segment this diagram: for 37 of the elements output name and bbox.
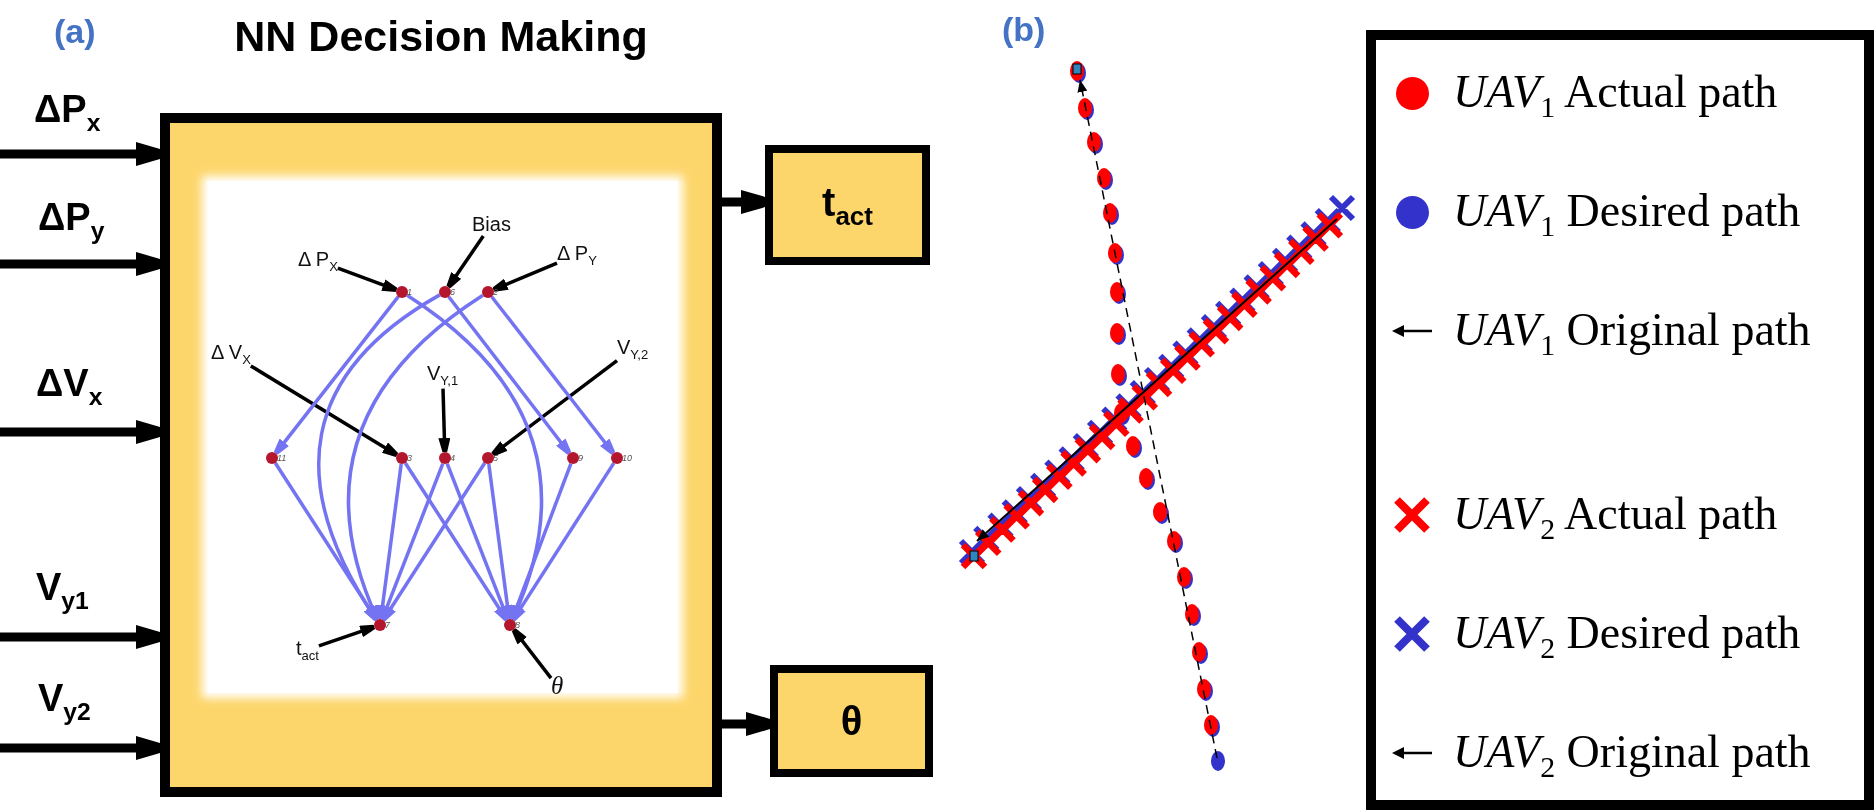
node-number: 6: [450, 287, 455, 298]
node-number: 9: [578, 453, 583, 464]
block-title: NN Decision Making: [234, 12, 648, 62]
node-number: 1: [407, 287, 412, 298]
node-number: 11: [277, 453, 287, 464]
node-number: 2: [493, 287, 498, 298]
panel-label: (b): [1002, 10, 1046, 50]
output-box: [765, 145, 930, 265]
edge-label: V$_{y1}$: [36, 565, 89, 616]
legend-label: UAV$_{1}$ Original path: [1453, 304, 1811, 363]
edge-label: V$_{y2}$: [38, 676, 91, 727]
output-label: θ: [840, 698, 863, 745]
node-number: 3: [407, 453, 412, 464]
node-number: 5: [493, 453, 498, 464]
node-number: 8: [515, 620, 520, 631]
legend-label: UAV$_{2}$ Original path: [1453, 726, 1811, 785]
legend-label: UAV$_{1}$ Actual path: [1453, 66, 1778, 125]
edge-label: ΔV$_{x}$: [36, 361, 103, 412]
edge-label: ΔP$_{y}$: [38, 195, 105, 246]
node-label: V$_{Y,2}$: [617, 335, 649, 363]
legend-label: UAV$_{1}$ Desired path: [1453, 185, 1801, 244]
legend-label: UAV$_{2}$ Desired path: [1453, 607, 1801, 666]
node-number: 4: [450, 453, 455, 464]
edge-label: ΔP$_{x}$: [34, 87, 101, 138]
node-label: θ: [551, 671, 564, 701]
node-label: Δ P$_{X}$: [298, 247, 338, 275]
legend-label: UAV$_{2}$ Actual path: [1453, 488, 1778, 547]
node-label: Bias: [472, 212, 511, 236]
node-number: 7: [385, 620, 390, 631]
panel-label: (a): [54, 12, 96, 52]
node-label: t$_{act}$: [296, 636, 319, 664]
node-label: V$_{Y,1}$: [427, 361, 459, 389]
node-label: Δ P$_{Y}$: [557, 241, 597, 269]
node-label: Δ V$_{X}$: [211, 340, 251, 368]
output-box: [770, 665, 933, 777]
node-number: 10: [622, 453, 632, 464]
output-label: t$_{act}$: [822, 178, 873, 233]
